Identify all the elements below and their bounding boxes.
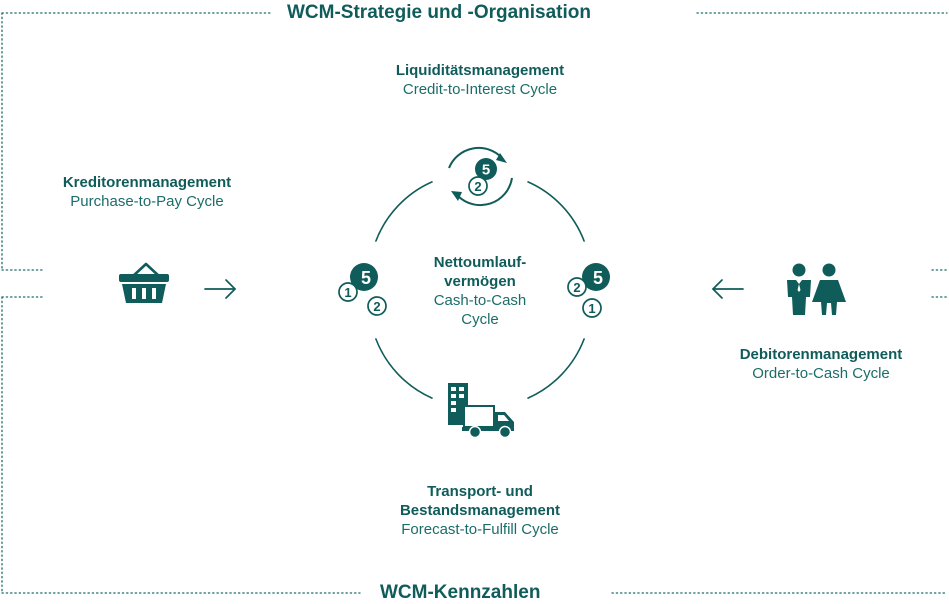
ring-arc-top-right bbox=[527, 181, 585, 242]
refresh-cycle-icon: 5 2 bbox=[448, 146, 513, 207]
debtors-block: Debitorenmanagement Order-to-Cash Cycle bbox=[696, 345, 946, 383]
dotted-frame bbox=[1, 12, 948, 594]
frame-top-title: WCM-Strategie und -Organisation bbox=[279, 2, 599, 24]
frame-bottom-title: WCM-Kennzahlen bbox=[372, 582, 549, 604]
badge-two-left: 2 bbox=[373, 299, 380, 314]
badge-two-top: 2 bbox=[474, 179, 481, 194]
creditors-block: Kreditorenmanagement Purchase-to-Pay Cyc… bbox=[22, 173, 272, 211]
debtors-title: Debitorenmanagement bbox=[739, 346, 903, 363]
badge-five-top: 5 bbox=[482, 162, 490, 179]
ring-arc-bottom-left bbox=[375, 338, 433, 399]
creditors-subtitle: Purchase-to-Pay Cycle bbox=[70, 193, 224, 210]
creditors-title: Kreditorenmanagement bbox=[62, 174, 232, 191]
ring-arc-top-left bbox=[375, 181, 433, 242]
transport-block: Transport- und Bestandsmanagement Foreca… bbox=[355, 482, 605, 539]
shopping-basket-icon bbox=[119, 262, 169, 303]
customers-icon bbox=[787, 263, 846, 315]
badge-group-right: 5 2 1 bbox=[567, 263, 610, 318]
cycle-ring bbox=[375, 181, 585, 399]
badge-five-left: 5 bbox=[361, 268, 371, 288]
building-truck-icon bbox=[448, 383, 514, 439]
center-subtitle-line1: Cash-to-Cash bbox=[433, 292, 527, 309]
liquidity-subtitle: Credit-to-Interest Cycle bbox=[402, 81, 558, 98]
center-block: Nettoumlauf- vermögen Cash-to-Cash Cycle bbox=[405, 253, 555, 329]
center-title-line1: Nettoumlauf- bbox=[433, 254, 527, 271]
liquidity-block: Liquiditätsmanagement Credit-to-Interest… bbox=[355, 61, 605, 99]
transport-subtitle: Forecast-to-Fulfill Cycle bbox=[401, 521, 559, 538]
transport-title-line2: Bestandsmanagement bbox=[399, 502, 561, 519]
flow-arrows bbox=[204, 279, 744, 299]
badge-group-left: 5 1 2 bbox=[338, 263, 387, 316]
arrow-left-icon bbox=[712, 279, 744, 299]
debtors-subtitle: Order-to-Cash Cycle bbox=[752, 365, 890, 382]
badge-one-right: 1 bbox=[588, 301, 595, 316]
badge-five-right: 5 bbox=[593, 268, 603, 288]
badge-two-right: 2 bbox=[573, 280, 580, 295]
arrow-right-icon bbox=[204, 279, 236, 299]
center-title-line2: vermögen bbox=[444, 273, 516, 290]
ring-arc-bottom-right bbox=[527, 338, 585, 399]
liquidity-title: Liquiditätsmanagement bbox=[395, 62, 565, 79]
center-subtitle-line2: Cycle bbox=[461, 311, 499, 328]
badge-one-left: 1 bbox=[344, 285, 351, 300]
transport-title-line1: Transport- und bbox=[427, 483, 533, 500]
